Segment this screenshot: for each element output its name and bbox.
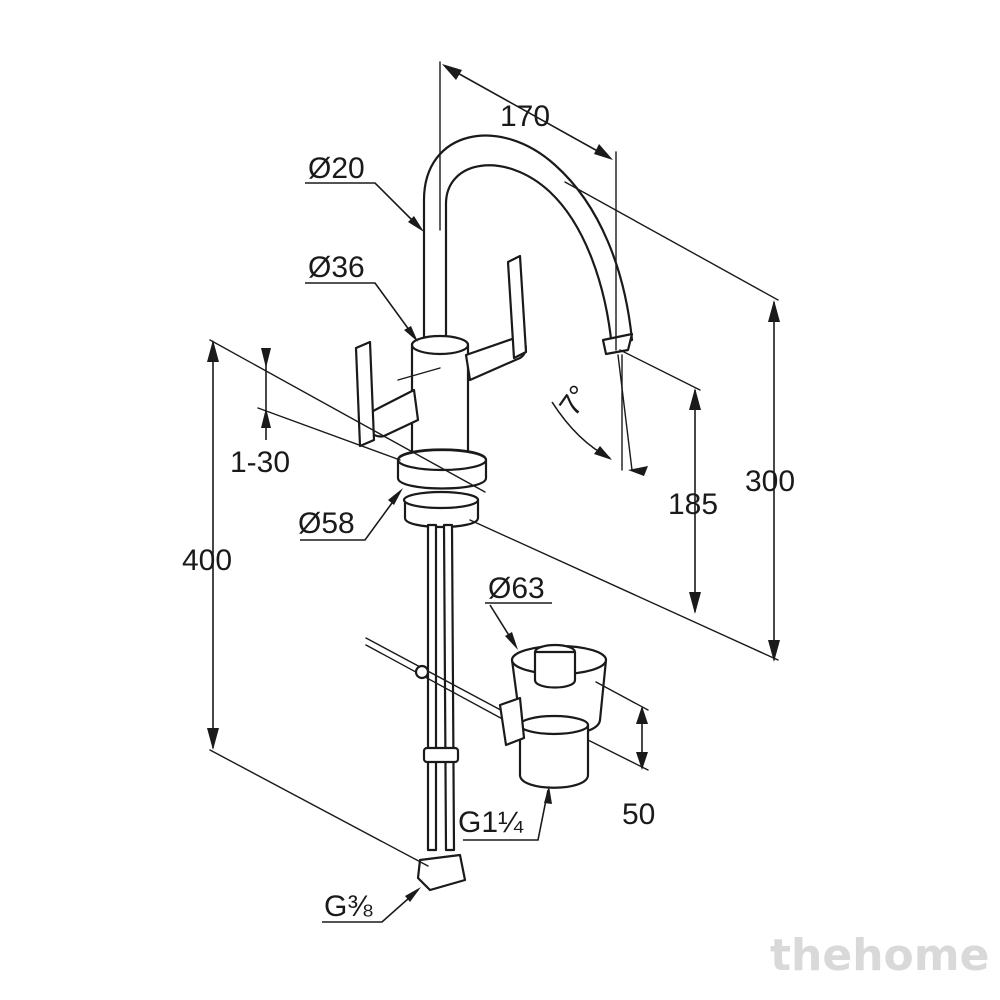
- faucet-assembly: [354, 134, 634, 892]
- label-spout-reach: 170: [500, 100, 550, 133]
- left-handle-arm: [366, 388, 420, 438]
- dimension-lines: [207, 61, 780, 923]
- label-base-diameter: Ø58: [298, 507, 355, 540]
- label-spout-diameter: Ø20: [308, 152, 365, 185]
- label-hose-thread: G⅜: [324, 890, 373, 923]
- label-total-height: 300: [745, 465, 795, 498]
- label-hose-length: 400: [182, 544, 232, 577]
- rod-joint: [414, 664, 430, 680]
- watermark: thehome: [770, 930, 989, 981]
- hose-clip: [422, 746, 460, 764]
- body-top: [410, 334, 470, 356]
- base-ring-top: [396, 448, 488, 472]
- label-waste-adjust: 50: [622, 798, 655, 831]
- pop-up-rod-2: [365, 644, 509, 723]
- pop-up-rod: [365, 637, 511, 716]
- label-height-spout-outlet: 185: [668, 488, 718, 521]
- pop-up-rod-top: [397, 367, 441, 381]
- spout-outlet: [601, 332, 634, 356]
- left-lever: [354, 340, 376, 448]
- label-deck-thickness: 1-30: [230, 446, 290, 479]
- right-lever: [506, 254, 528, 360]
- label-waste-thread: G1¼: [458, 806, 524, 839]
- supply-hose-2: [442, 523, 456, 852]
- body-cylinder: [410, 335, 470, 465]
- spout: [422, 134, 634, 350]
- label-spout-angle: 7°: [553, 380, 596, 422]
- hose-connector: [416, 853, 467, 892]
- label-body-diameter: Ø36: [308, 251, 365, 284]
- waste-assembly: [498, 643, 608, 789]
- mounting-nut-top: [402, 490, 480, 510]
- supply-hoses: [426, 523, 438, 852]
- label-waste-diameter: Ø63: [488, 572, 545, 605]
